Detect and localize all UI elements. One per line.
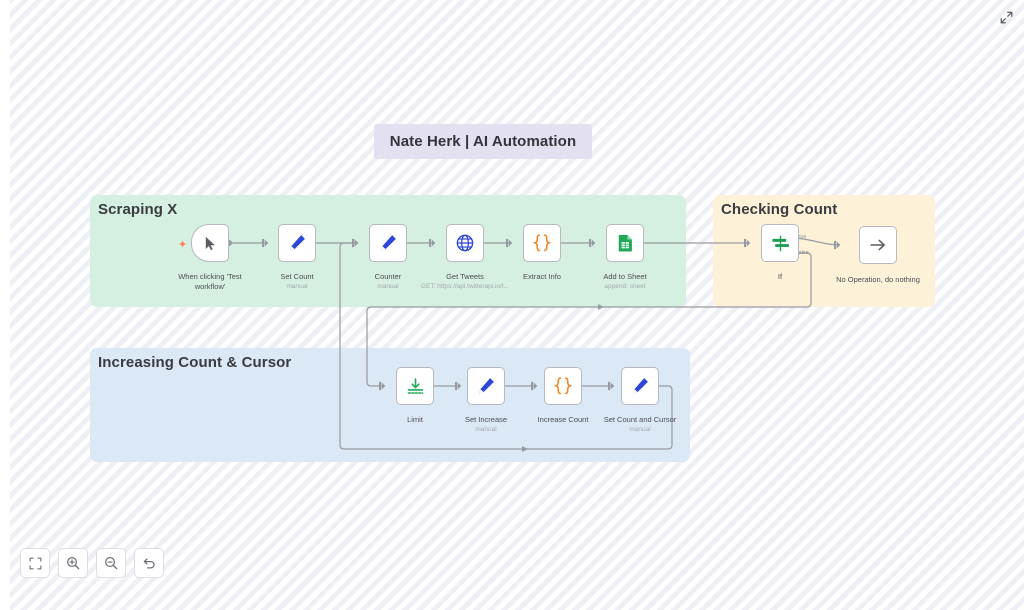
node-counter[interactable] [369, 224, 407, 262]
node-label: Set Increase [464, 415, 508, 424]
node-no-operation-do-nothing[interactable] [859, 226, 897, 264]
node-label: Counter [374, 272, 402, 281]
reset-zoom-button[interactable] [134, 548, 164, 578]
sticky-note-checking-count[interactable]: Checking Count [713, 195, 935, 307]
workflow-title-chip[interactable]: Nate Herk | AI Automation [374, 124, 592, 159]
node-subtitle: manual [475, 426, 497, 433]
if-filter-icon [770, 233, 791, 254]
canvas-toolbar [20, 548, 164, 578]
node-label: Get Tweets [446, 272, 484, 281]
node-if[interactable] [761, 224, 799, 262]
node-label: Set Count and Cursor [603, 415, 677, 424]
undo-arrow-icon [142, 556, 156, 570]
zoom-in-icon [66, 556, 80, 570]
node-label: When clicking 'Test workflow' [178, 272, 242, 291]
node-limit[interactable] [396, 367, 434, 405]
node-label: Add to Sheet [603, 272, 647, 281]
node-label: If [777, 272, 783, 281]
zoom-out-button[interactable] [96, 548, 126, 578]
node-subtitle: GET: https://api.twitterapi.io/t... [420, 283, 510, 290]
page-title: Nate Herk | AI Automation [389, 133, 577, 150]
sticky-note-increasing-count-cursor[interactable]: Increasing Count & Cursor [90, 348, 690, 462]
arrow-right-icon [868, 235, 888, 255]
sticky-note-title: Checking Count [721, 201, 838, 218]
pencil-edit-icon [287, 233, 307, 253]
globe-http-icon [455, 233, 475, 253]
sticky-note-title: Increasing Count & Cursor [98, 354, 292, 371]
node-when-clicking-test-workflow[interactable] [191, 224, 229, 262]
node-label: Increase Count [537, 415, 589, 424]
node-label: Set Count [280, 272, 314, 281]
zoom-in-button[interactable] [58, 548, 88, 578]
expand-diagonal-icon[interactable] [996, 7, 1016, 27]
pencil-edit-icon [476, 376, 496, 396]
node-set-count[interactable] [278, 224, 316, 262]
node-set-count-and-cursor[interactable] [621, 367, 659, 405]
code-braces-icon [552, 375, 574, 397]
sticky-note-title: Scraping X [98, 201, 178, 218]
node-get-tweets[interactable] [446, 224, 484, 262]
fit-screen-icon [29, 557, 42, 570]
node-subtitle: manual [629, 426, 651, 433]
pencil-edit-icon [630, 376, 650, 396]
limit-arrow-icon [405, 376, 426, 397]
fit-to-view-button[interactable] [20, 548, 50, 578]
canvas-surface[interactable]: Scraping X Checking Count Increasing Cou… [10, 0, 1024, 610]
cursor-pointer-icon [202, 235, 219, 252]
node-label: Limit [407, 415, 423, 424]
pencil-edit-icon [378, 233, 398, 253]
code-braces-icon [531, 232, 553, 254]
node-set-increase[interactable] [467, 367, 505, 405]
node-increase-count[interactable] [544, 367, 582, 405]
node-label: No Operation, do nothing [836, 275, 920, 284]
zoom-out-icon [104, 556, 118, 570]
node-extract-info[interactable] [523, 224, 561, 262]
node-subtitle: append: sheet [604, 283, 646, 290]
trigger-spark-icon: ✦ [178, 239, 188, 251]
google-sheets-icon [616, 234, 635, 253]
node-label: Extract Info [523, 272, 561, 281]
node-add-to-sheet[interactable] [606, 224, 644, 262]
